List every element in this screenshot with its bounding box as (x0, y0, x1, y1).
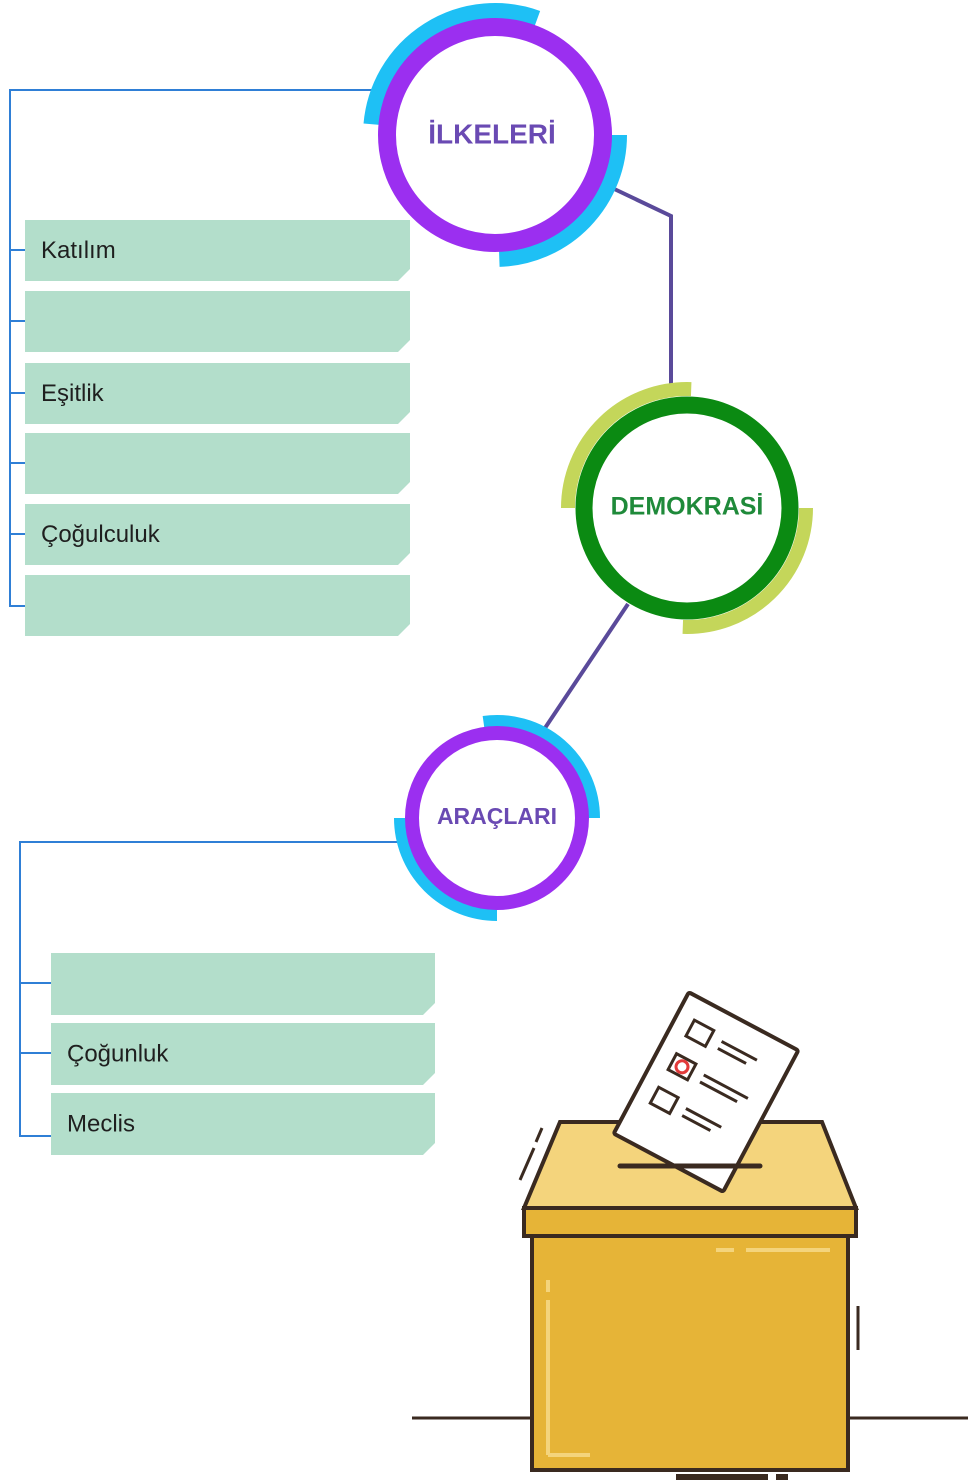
node-tools-label: ARAÇLARI (437, 803, 557, 829)
principles-item (25, 433, 410, 494)
node-tools-ring (405, 726, 589, 910)
principles-item: Çoğulculuk (25, 504, 410, 565)
node-democracy-ring (575, 396, 799, 620)
principles-item-label: Çoğulculuk (41, 521, 161, 548)
ballot-box-body (530, 1233, 850, 1472)
principles-item-box (25, 504, 410, 565)
ballot-paper (612, 990, 800, 1194)
node-democracy-label: DEMOKRASİ (611, 493, 764, 521)
principles-item-label: Katılım (41, 237, 116, 264)
node-principles-outer-arc-top (363, 3, 541, 125)
tools-item-box (51, 1023, 435, 1085)
tools-item-box (51, 953, 435, 1015)
ballot-box-band (522, 1206, 858, 1238)
node-democracy: DEMOKRASİ (561, 382, 813, 634)
principles-item: Katılım (25, 220, 410, 281)
tools-item: Meclis (51, 1093, 435, 1155)
ballot-mark (674, 1059, 690, 1075)
node-connectors (543, 184, 673, 730)
motion-mark (534, 1127, 544, 1143)
principles-item-box (25, 433, 410, 494)
tools-item-label: Çoğunluk (67, 1040, 169, 1067)
tools-item: Çoğunluk (51, 1023, 435, 1085)
bracket-line (9, 89, 372, 607)
tools-item-label: Meclis (67, 1110, 135, 1137)
ballot-box-foot (676, 1474, 768, 1480)
principles-item-box (25, 291, 410, 352)
principles-item-box (25, 575, 410, 636)
principles-item-box (25, 220, 410, 281)
node-principles: İLKELERİ (363, 3, 627, 267)
ballot-box-foot (776, 1474, 788, 1480)
node-tools: ARAÇLARI (394, 714, 600, 921)
ballot-box-icon (412, 990, 968, 1480)
principles-item (25, 575, 410, 636)
node-tools-outer-arc-bottom (394, 817, 498, 921)
tools-item (51, 953, 435, 1015)
bracket-line (19, 841, 400, 1137)
node-democracy-outer-arc-top (561, 382, 692, 509)
node-principles-ring (378, 18, 612, 252)
connector-principles-democracy (607, 184, 673, 385)
node-democracy-outer-arc-bottom (682, 507, 813, 634)
tools-item-box (51, 1093, 435, 1155)
connector-democracy-tools (543, 602, 630, 730)
tools-bracket (19, 841, 400, 1137)
principles-item-label: Eşitlik (41, 380, 105, 407)
principles-item: Eşitlik (25, 363, 410, 424)
node-principles-outer-arc-bottom (498, 134, 627, 267)
node-principles-label: İLKELERİ (428, 118, 556, 149)
node-tools-outer-arc-top (482, 714, 600, 819)
motion-mark (518, 1147, 536, 1181)
principles-item-box (25, 363, 410, 424)
principles-item (25, 291, 410, 352)
principles-bracket (9, 89, 372, 607)
